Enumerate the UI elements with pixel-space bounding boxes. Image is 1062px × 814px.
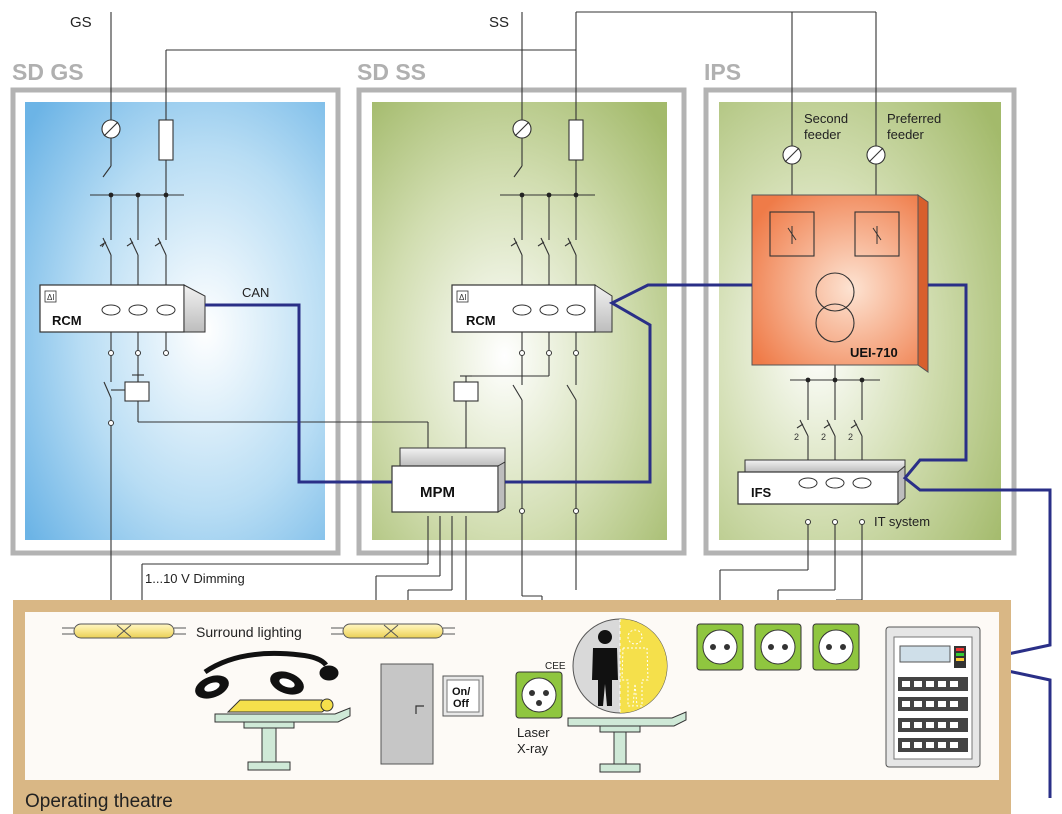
laser-label: Laser — [517, 725, 550, 740]
fluorescent-lamp-icon — [62, 623, 186, 639]
wiring — [90, 11, 880, 676]
xray-label: X-ray — [517, 741, 549, 756]
preferred-feeder-label: feeder — [887, 127, 925, 142]
gs-feed-label: GS — [70, 14, 92, 31]
surround-lighting-label: Surround lighting — [196, 624, 302, 640]
ss-feed-label: SS — [489, 14, 509, 31]
junction-dots — [108, 192, 865, 383]
switch-on-label: On/ — [452, 686, 470, 698]
operating-theatre-label: Operating theatre — [25, 791, 173, 812]
breaker-rating: 2 — [848, 432, 853, 442]
dimming-label: 1...10 V Dimming — [145, 571, 245, 586]
door-icon — [380, 663, 434, 765]
breaker-rating: 2 — [821, 432, 826, 442]
fluorescent-lamp-icon — [331, 623, 455, 639]
switch-off-label: Off — [453, 698, 469, 710]
meter-icons — [101, 119, 886, 165]
it-socket-icon — [696, 623, 744, 671]
rcm-label: RCM — [466, 313, 496, 328]
it-socket-icon — [754, 623, 802, 671]
preferred-feeder-label: Preferred — [887, 111, 941, 126]
sd-gs-title: SD GS — [12, 59, 84, 85]
ips-title: IPS — [704, 59, 741, 85]
uei-label: UEI-710 — [850, 345, 898, 360]
second-feeder-label: feeder — [804, 127, 842, 142]
surgical-light-icon — [195, 650, 339, 699]
it-socket-icon — [812, 623, 860, 671]
sd-ss-title: SD SS — [357, 59, 426, 85]
uei-710-device: UEI-710 — [751, 194, 929, 373]
mpm-device: MPM — [391, 447, 506, 513]
rcm-label: RCM — [52, 313, 82, 328]
on-off-switch-icon: On/ Off — [442, 675, 484, 717]
mpm-label: MPM — [420, 484, 455, 501]
delta-i-icon: ΔI — [459, 293, 467, 302]
fuse-icons — [158, 119, 584, 161]
delta-i-icon: ΔI — [47, 293, 55, 302]
rcm-device-ss: ΔI RCM — [451, 284, 613, 333]
xray-table-icon — [567, 711, 687, 773]
cee-label: CEE — [545, 661, 566, 672]
cee-socket-icon — [515, 671, 563, 719]
rcm-device-gs: ΔI RCM — [39, 284, 206, 333]
operating-table-icon — [214, 698, 351, 771]
breaker-icons — [99, 237, 863, 437]
xray-person-icon — [572, 618, 668, 714]
second-feeder-label: Second — [804, 111, 848, 126]
alarm-indicator-panel-icon — [885, 626, 981, 768]
terminal-circles — [108, 350, 865, 525]
relay-coils — [124, 381, 479, 402]
it-system-label: IT system — [874, 514, 930, 529]
ifs-device: IFS — [737, 459, 906, 506]
can-label: CAN — [242, 285, 269, 300]
ifs-label: IFS — [751, 485, 772, 500]
breaker-rating: 2 — [794, 432, 799, 442]
